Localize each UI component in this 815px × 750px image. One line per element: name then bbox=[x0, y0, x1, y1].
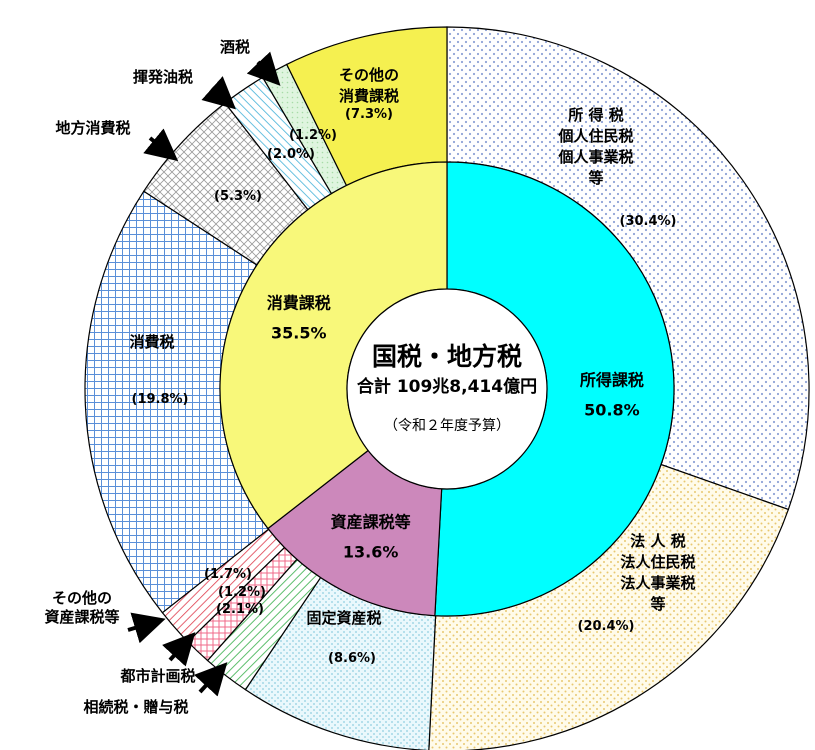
inner-slice-name: 消費課税 bbox=[267, 294, 331, 313]
center-title: 国税・地方税 bbox=[372, 342, 522, 371]
callout-label: 相続税・贈与税 bbox=[83, 698, 188, 716]
outer-slice-name: 消費税 bbox=[129, 333, 174, 351]
outer-slice-value: (19.8%) bbox=[132, 392, 189, 407]
center-hole bbox=[346, 288, 548, 490]
outer-slice-value: (1.2%) bbox=[218, 585, 266, 600]
outer-slice-value: (2.0%) bbox=[267, 147, 315, 162]
outer-slice-value: (7.3%) bbox=[345, 107, 393, 122]
outer-slice-value: (1.2%) bbox=[289, 128, 337, 143]
outer-slice-name: その他の消費課税 bbox=[339, 66, 399, 105]
callout-arrow-sozoku bbox=[193, 662, 228, 697]
callout-label: 揮発油税 bbox=[133, 68, 193, 86]
callout-arrow-chihoshohi bbox=[143, 128, 179, 162]
outer-slice-value: (20.4%) bbox=[578, 619, 635, 634]
outer-slice-value: (1.7%) bbox=[204, 567, 252, 582]
callout-label: その他の資産課税等 bbox=[44, 589, 119, 626]
callouts bbox=[127, 51, 281, 697]
inner-slice-value: 50.8% bbox=[584, 400, 640, 419]
inner-slice-value: 13.6% bbox=[343, 542, 399, 561]
outer-slice-name: 固定資産税 bbox=[306, 609, 381, 627]
outer-slice-name: 法 人 税法人住民税法人事業税等 bbox=[620, 532, 695, 613]
inner-slice-value: 35.5% bbox=[271, 324, 327, 343]
outer-slice-name: 所 得 税個人住民税個人事業税等 bbox=[557, 106, 633, 187]
center-total: 合計 109兆8,414億円 bbox=[357, 376, 537, 397]
callout-arrow-sonota-shisan bbox=[127, 612, 166, 644]
outer-slice-value: (30.4%) bbox=[620, 214, 677, 229]
outer-labels: 所 得 税個人住民税個人事業税等 (30.4%) 法 人 税法人住民税法人事業税等 (… bbox=[44, 38, 695, 716]
outer-slice-value: (8.6%) bbox=[328, 651, 376, 666]
outer-slice-value: (2.1%) bbox=[216, 602, 264, 617]
center-note: （令和２年度予算） bbox=[384, 418, 510, 434]
callout-arrow-kihatsuyu bbox=[201, 76, 236, 110]
callout-label: 都市計画税 bbox=[119, 667, 195, 685]
inner-slice-name: 資産課税等 bbox=[331, 512, 411, 531]
inner-slice-name: 所得課税 bbox=[580, 370, 644, 389]
outer-slice-value: (5.3%) bbox=[214, 189, 262, 204]
inner-labels: 所得課税 50.8% 資産課税等 13.6% 消費課税 35.5% bbox=[267, 294, 644, 562]
callout-arrow-toshikeikaku bbox=[162, 632, 196, 667]
callout-label: 地方消費税 bbox=[55, 119, 130, 137]
inner-ring bbox=[219, 161, 675, 617]
callout-arrow-shuzei bbox=[246, 51, 281, 86]
callout-label: 酒税 bbox=[220, 38, 250, 56]
